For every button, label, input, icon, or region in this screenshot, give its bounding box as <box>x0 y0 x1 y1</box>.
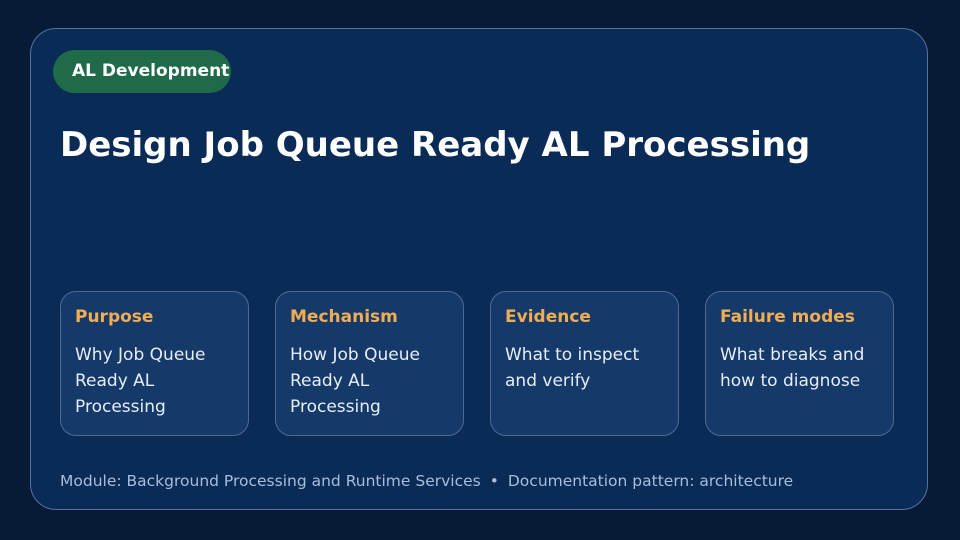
slide-title: Design Job Queue Ready AL Processing <box>60 125 811 165</box>
card-title: Mechanism <box>290 307 398 327</box>
card-title: Purpose <box>75 307 154 327</box>
card-mechanism: Mechanism How Job Queue Ready AL Process… <box>275 291 464 436</box>
card-body: Why Job Queue Ready AL Processing <box>75 345 206 417</box>
card-failure-modes: Failure modes What breaks and how to dia… <box>705 291 894 436</box>
card-title: Evidence <box>505 307 591 327</box>
footer-line: Module: Background Processing and Runtim… <box>60 470 793 492</box>
card-body: What to inspect and verify <box>505 345 640 391</box>
footer-module: Module: Background Processing and Runtim… <box>60 472 481 490</box>
card-body: How Job Queue Ready AL Processing <box>290 345 420 417</box>
footer-separator: • <box>489 472 499 490</box>
card-title: Failure modes <box>720 307 855 327</box>
card-purpose: Purpose Why Job Queue Ready AL Processin… <box>60 291 249 436</box>
slide-panel: AL Development Design Job Queue Ready AL… <box>30 28 928 510</box>
card-evidence: Evidence What to inspect and verify <box>490 291 679 436</box>
footer-pattern: Documentation pattern: architecture <box>507 472 794 490</box>
card-body: What breaks and how to diagnose <box>720 345 865 391</box>
category-badge: AL Development <box>53 50 231 93</box>
